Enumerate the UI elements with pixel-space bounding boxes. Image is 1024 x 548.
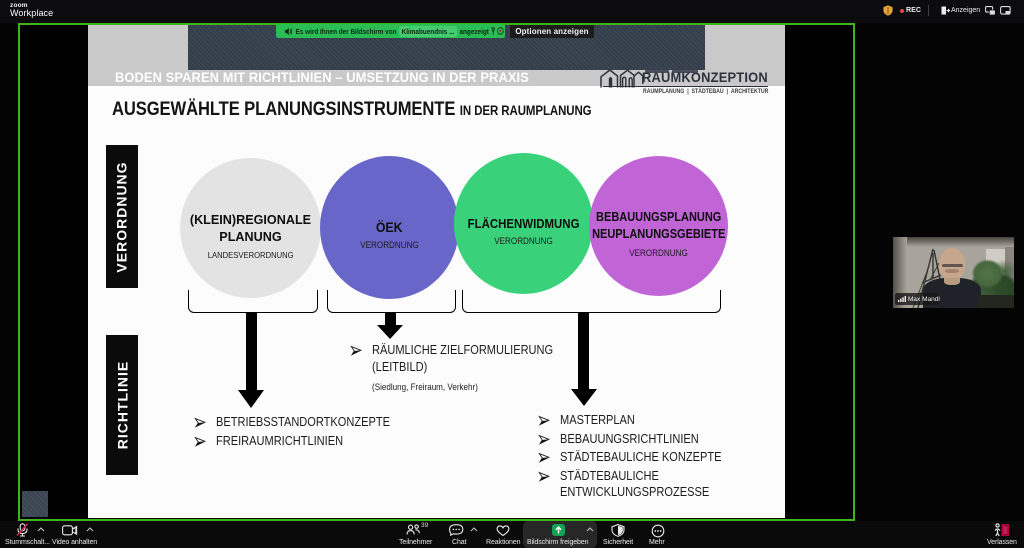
svg-text:1: 1 <box>73 528 77 535</box>
